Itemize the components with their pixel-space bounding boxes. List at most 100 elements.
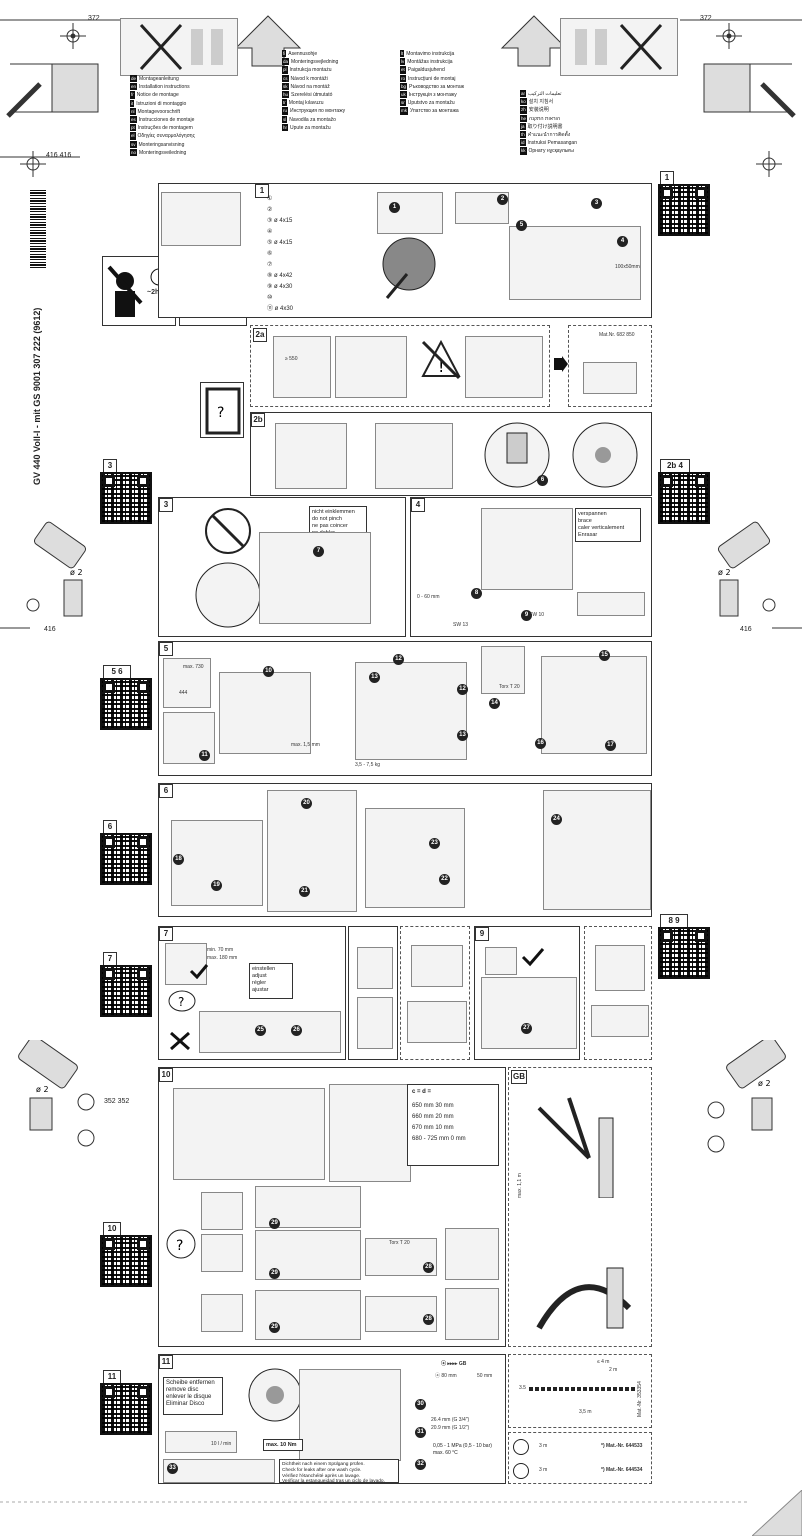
accessory-length: 3 m [539, 1443, 548, 1449]
callout-15: 15 [599, 650, 610, 661]
hose-sketch [529, 1387, 637, 1391]
instruction-line: Verificar la estanqueidad tras un ciclo … [282, 1479, 385, 1485]
instruction-line: Enrasar [578, 532, 598, 538]
callout-25: 25 [255, 1025, 266, 1036]
niche-sketch [335, 336, 407, 398]
accessory-sketch [583, 362, 637, 394]
qr-code[interactable] [100, 965, 152, 1017]
niche-sketch [273, 336, 331, 398]
qr-code[interactable] [100, 472, 152, 524]
step-number: 6 [159, 784, 173, 798]
dimension-label: 372 [88, 15, 100, 22]
accessory-row: 3 m *) Mat.-Nr. 644534 [513, 1463, 649, 1481]
qr-code[interactable] [658, 184, 710, 236]
cabinet-sketch [161, 192, 241, 246]
qr-label: 3 [103, 459, 117, 473]
dimension-label: 3.5 [519, 1385, 526, 1391]
callout-6: 6 [537, 475, 548, 486]
callout-32: 32 [415, 1459, 426, 1470]
language-code: ar [520, 90, 527, 98]
door-panel-sketch [163, 658, 211, 708]
weight-label: 3,5 - 7,5 kg [355, 762, 381, 768]
callout-33: 33 [167, 1463, 178, 1474]
dimension-label: 0 - 60 mm [417, 594, 440, 600]
callout-29: 29 [269, 1218, 280, 1229]
warning-icon: ! [421, 340, 461, 380]
dishwasher-sketch [171, 820, 263, 906]
formula: c = d = [412, 1089, 432, 1095]
language-title: Montagevoorschrift [137, 108, 181, 115]
cabinet-detail [357, 997, 393, 1049]
language-title: Szerelési útmutató [291, 92, 333, 99]
dimension-label: ≤ 4 m [597, 1359, 610, 1365]
qr-label: 11 [103, 1370, 121, 1384]
instruction-line: remove disc [166, 1387, 199, 1393]
qr-code[interactable] [100, 678, 152, 730]
template-sketch [219, 672, 311, 754]
language-code: he [520, 114, 528, 122]
option-sketch [201, 1234, 243, 1272]
magnifier-detail [572, 422, 638, 488]
side-detail [445, 1288, 499, 1340]
qr-code[interactable] [100, 1235, 152, 1287]
detail-sketch-1 [377, 192, 443, 234]
step-number: 2a [253, 328, 267, 342]
language-code: pt [130, 124, 136, 132]
svg-text:ø 2: ø 2 [718, 568, 731, 577]
step-8-panel [348, 926, 398, 1060]
height-row: 650 mm 30 mm [412, 1103, 454, 1109]
qr-label: 6 [103, 820, 117, 834]
language-title: Instrukcja montażu [289, 67, 332, 74]
step-2b-panel: 2b 6 [250, 412, 652, 496]
qr-code[interactable] [100, 833, 152, 885]
language-code: ro [400, 74, 407, 82]
magnifier-detail [481, 977, 577, 1049]
step-2a-panel: 2a ≥ 550 ! [250, 325, 550, 407]
callout-5: 5 [516, 220, 527, 231]
door-detail [267, 790, 357, 912]
callout-27: 27 [521, 1023, 532, 1034]
callout-14: 14 [489, 698, 500, 709]
qr-code[interactable] [100, 1383, 152, 1435]
language-code: cs [282, 74, 289, 82]
language-code: sk [282, 82, 289, 91]
page-curl [752, 1490, 802, 1536]
language-code: th [520, 131, 526, 139]
qr-label: 7 [103, 952, 117, 966]
callout-30: 30 [415, 1399, 426, 1410]
language-title: Інструкція з монтажу [408, 92, 457, 99]
callout-1: 1 [389, 202, 400, 213]
language-code: uk [400, 91, 407, 99]
callout-26: 26 [291, 1025, 302, 1036]
dimension-label: 2 m [609, 1367, 618, 1373]
language-code: ja [520, 122, 526, 131]
language-code: sv [130, 140, 137, 148]
callout-29: 29 [269, 1322, 280, 1333]
qr-code[interactable] [658, 472, 710, 524]
height-row: 670 mm 10 mm [412, 1125, 454, 1131]
barcode [30, 188, 46, 268]
hose-size: 20.9 mm (G 1/2") [431, 1425, 470, 1431]
instruction-line: brace [578, 518, 592, 524]
language-code: da [282, 58, 290, 66]
language-code: sl [282, 115, 288, 123]
part-item: ③ ø 4x15 [267, 218, 293, 224]
qr-code[interactable] [658, 927, 710, 979]
accessory-panel: 3 m *) Mat.-Nr. 644533 3 m *) Mat.-Nr. 6… [508, 1432, 652, 1484]
language-code: id [520, 139, 526, 147]
